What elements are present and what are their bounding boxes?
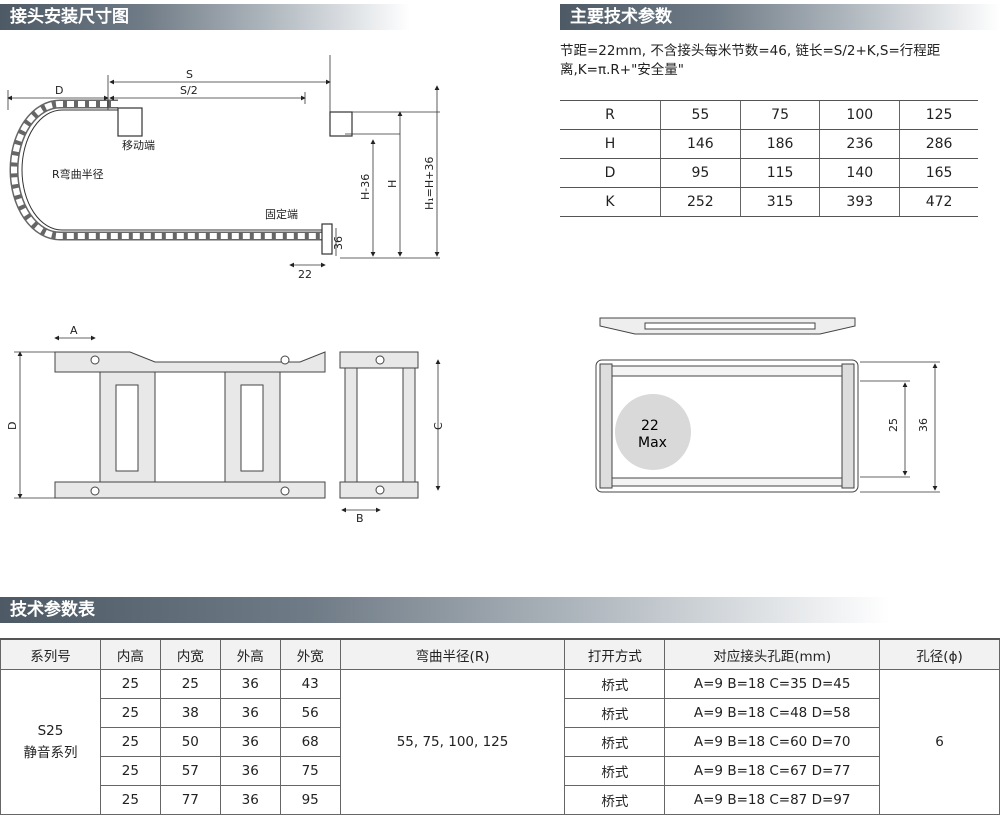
h1-label: H₁=H+36: [423, 157, 436, 210]
column-header: 打开方式: [564, 638, 666, 670]
table-cell: 桥式: [564, 698, 666, 728]
install-dimensions-header: 接头安装尺寸图: [0, 4, 410, 30]
tech-table-header: 技术参数表: [0, 597, 890, 623]
table-cell: 25: [99, 785, 161, 815]
max-size-number: 22: [641, 418, 659, 434]
table-cell: 25: [99, 669, 161, 699]
table-cell: A=9 B=18 C=67 D=77: [664, 756, 881, 786]
technical-drawings: S S/2 D 移动端 R弯曲半径 固定端 22 36 H-36 H H₁=H+…: [6, 55, 940, 525]
table-cell: A=9 B=18 C=35 D=45: [664, 669, 881, 699]
table-cell: 95: [279, 785, 341, 815]
table-cell: 75: [279, 756, 341, 786]
dim-label-D: D: [55, 84, 63, 97]
table-cell: 桥式: [564, 756, 666, 786]
table-cell: 56: [279, 698, 341, 728]
moving-end-label: 移动端: [122, 139, 155, 152]
table-cell: 115: [739, 158, 820, 188]
table-cell: 55: [660, 100, 741, 130]
table-cell: 36: [219, 698, 281, 728]
column-header: 外高: [219, 638, 281, 670]
column-header: 弯曲半径(R): [339, 638, 566, 670]
bend-radius-label: R弯曲半径: [52, 167, 104, 181]
h-label: H: [386, 180, 399, 188]
top-view-dimensions: [14, 335, 96, 499]
dim-label-S: S: [186, 68, 193, 81]
table-cell: H: [560, 129, 661, 159]
dim-label-B: B: [356, 512, 364, 525]
table-cell: 桥式: [564, 669, 666, 699]
table-cell: 25: [99, 698, 161, 728]
column-header: 外宽: [279, 638, 341, 670]
dim-label-25: 25: [887, 418, 900, 432]
table-cell: 236: [819, 129, 900, 159]
table-cell: 393: [819, 187, 900, 217]
table-cell: 57: [159, 756, 221, 786]
dim-label-A: A: [70, 324, 78, 337]
cross-section-dimensions: [860, 361, 940, 493]
table-cell: 252: [660, 187, 741, 217]
connector-end-view: [339, 351, 419, 499]
side-view-dimensions: [7, 55, 440, 268]
table-cell: 472: [899, 187, 978, 217]
table-cell: K: [560, 187, 661, 217]
table-cell: 68: [279, 727, 341, 757]
link-cross-section: [595, 317, 859, 493]
pitch-label: 22: [298, 268, 312, 281]
column-header: 内宽: [159, 638, 221, 670]
table-cell: 100: [819, 100, 900, 130]
tech-params-table: 系列号内高内宽外高外宽弯曲半径(R)打开方式对应接头孔距(mm)孔径(ϕ) S2…: [0, 638, 1000, 815]
table-cell: 36: [219, 756, 281, 786]
table-cell: 桥式: [564, 785, 666, 815]
column-header: 系列号: [0, 638, 101, 670]
table-cell: 95: [660, 158, 741, 188]
column-header: 孔径(ϕ): [879, 638, 1000, 670]
table-cell: 125: [899, 100, 978, 130]
table-cell: S25 静音系列: [0, 669, 101, 815]
dim-label-D2: D: [6, 422, 19, 430]
table-cell: 桥式: [564, 727, 666, 757]
table-cell: 77: [159, 785, 221, 815]
table-cell: 286: [899, 129, 978, 159]
table-cell: 315: [739, 187, 820, 217]
h-minus-36-label: H-36: [359, 174, 372, 200]
table-cell: 25: [99, 756, 161, 786]
end-view-dimensions: [341, 359, 441, 513]
column-header: 内高: [99, 638, 161, 670]
table-cell: 36: [219, 727, 281, 757]
connector-top-view: [54, 351, 326, 499]
drag-chain-side-view: [9, 99, 353, 255]
table-cell: 146: [660, 129, 741, 159]
table-cell: A=9 B=18 C=48 D=58: [664, 698, 881, 728]
table-cell: 38: [159, 698, 221, 728]
table-cell: 43: [279, 669, 341, 699]
table-cell: D: [560, 158, 661, 188]
column-header: 对应接头孔距(mm): [664, 638, 881, 670]
max-size-label: Max: [638, 435, 667, 451]
table-cell: 25: [159, 669, 221, 699]
table-cell: 36: [219, 785, 281, 815]
height-36-label: 36: [332, 236, 345, 250]
main-params-header: 主要技术参数: [560, 4, 1000, 30]
dim-label-36: 36: [917, 418, 930, 432]
dim-label-S-half: S/2: [180, 84, 198, 97]
table-cell: A=9 B=18 C=87 D=97: [664, 785, 881, 815]
table-cell: A=9 B=18 C=60 D=70: [664, 727, 881, 757]
fixed-end-label: 固定端: [265, 207, 298, 221]
main-params-text: 节距=22mm, 不含接头每米节数=46, 链长=S/2+K,S=行程距离,K=…: [560, 43, 941, 78]
table-cell: 6: [879, 669, 1000, 815]
table-cell: 25: [99, 727, 161, 757]
table-cell: 50: [159, 727, 221, 757]
dim-label-C: C: [432, 422, 445, 430]
table-cell: 36: [219, 669, 281, 699]
table-cell: 55, 75, 100, 125: [339, 669, 566, 815]
